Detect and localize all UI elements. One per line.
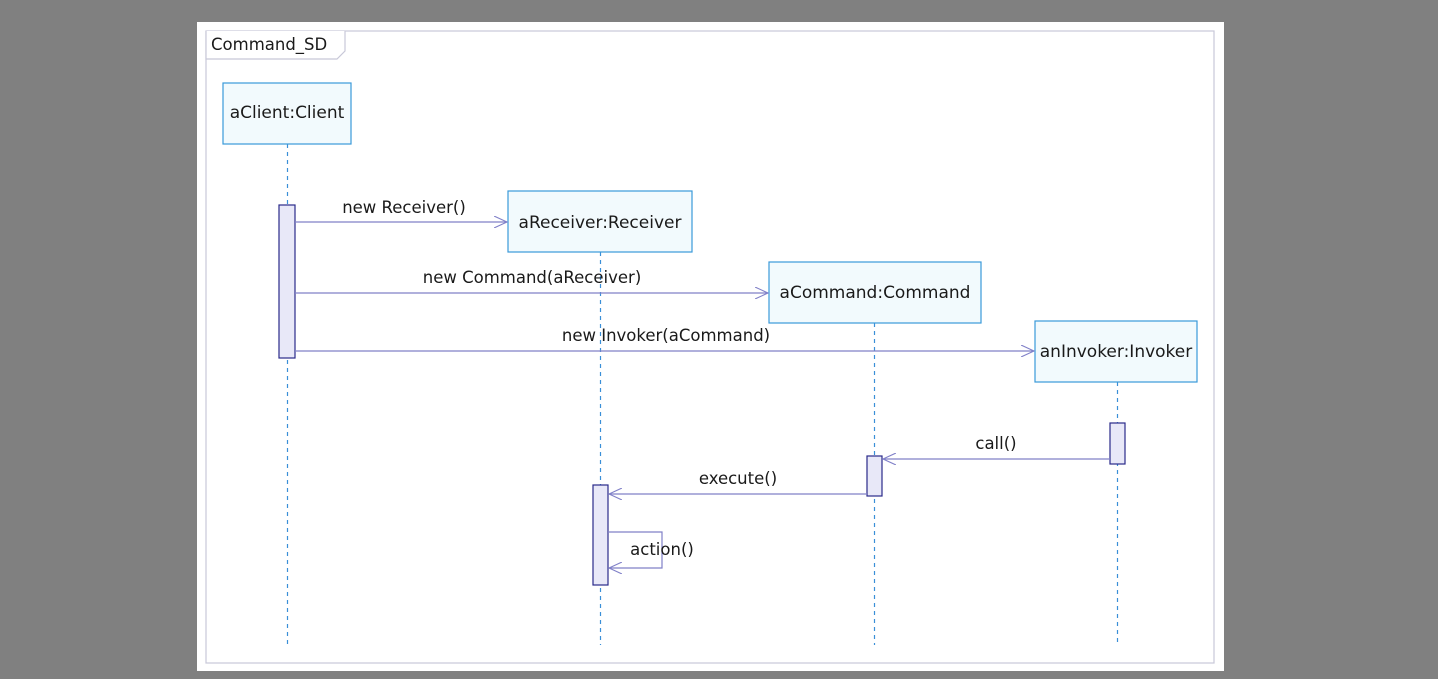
- message-action[interactable]: action(): [608, 531, 694, 568]
- frame-title: Command_SD: [211, 35, 327, 55]
- message-new-receiver[interactable]: new Receiver(): [295, 198, 507, 222]
- message-call[interactable]: call(): [883, 434, 1110, 459]
- activation-command: [866, 455, 883, 497]
- activation-client: [278, 204, 296, 359]
- activation-invoker: [1109, 422, 1126, 465]
- lifeline-label-client: aClient:Client: [230, 103, 345, 123]
- sequence-diagram: Command_SD aClient:Client aReceiver:Rece…: [205, 30, 1215, 664]
- message-new-invoker[interactable]: new Invoker(aCommand): [295, 326, 1034, 351]
- lifeline-box-command[interactable]: aCommand:Command: [768, 261, 982, 324]
- lifeline-label-invoker: anInvoker:Invoker: [1040, 342, 1193, 362]
- diagram-canvas: Command_SD aClient:Client aReceiver:Rece…: [197, 22, 1224, 671]
- frame-title-tab: [205, 31, 346, 60]
- message-label: execute(): [699, 469, 777, 488]
- message-label: call(): [975, 434, 1016, 453]
- message-label: action(): [630, 540, 694, 559]
- message-execute[interactable]: execute(): [609, 469, 867, 494]
- message-label: new Command(aReceiver): [423, 268, 642, 287]
- message-label: new Receiver(): [342, 198, 466, 217]
- diagram-frame: [205, 30, 1215, 664]
- message-label: new Invoker(aCommand): [562, 326, 770, 345]
- lifeline-label-receiver: aReceiver:Receiver: [519, 213, 682, 233]
- message-new-command[interactable]: new Command(aReceiver): [295, 268, 768, 293]
- lifeline-box-invoker[interactable]: anInvoker:Invoker: [1034, 320, 1198, 383]
- activation-receiver: [592, 484, 609, 586]
- lifeline-box-receiver[interactable]: aReceiver:Receiver: [507, 190, 693, 253]
- lifeline-label-command: aCommand:Command: [780, 283, 971, 303]
- lifeline-box-client[interactable]: aClient:Client: [222, 82, 352, 145]
